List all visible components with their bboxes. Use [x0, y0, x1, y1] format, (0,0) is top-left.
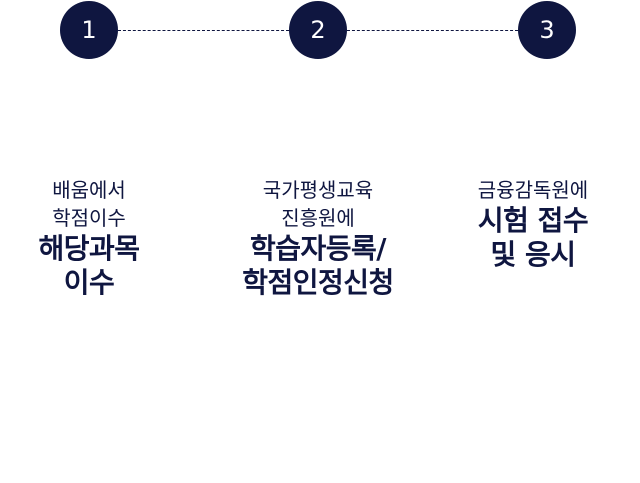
step-3-description: 금융감독원에 시험 접수 및 응시 [423, 176, 640, 272]
step-2-line2: 진흥원에 [281, 206, 355, 230]
step-1-badge: 1 [60, 1, 118, 59]
step-connector-1-2 [118, 30, 289, 31]
step-2-bold1: 학습자등록/ [249, 232, 387, 265]
step-connector-2-3 [347, 30, 518, 31]
step-2-badge: 2 [289, 1, 347, 59]
step-2-number: 2 [310, 16, 326, 44]
step-1-bold1: 해당과목 [38, 232, 140, 265]
step-2-bold2: 학점인정신청 [242, 266, 394, 299]
step-3-bold1: 시험 접수 [477, 204, 589, 237]
step-1-line2: 학점이수 [52, 206, 126, 230]
step-3-bold2: 및 응시 [490, 238, 576, 271]
step-3-number: 3 [539, 16, 555, 44]
step-1-line1: 배움에서 [52, 178, 126, 202]
step-3-badge: 3 [518, 1, 576, 59]
step-1-bold2: 이수 [63, 266, 115, 299]
step-1-description: 배움에서 학점이수 해당과목 이수 [0, 176, 199, 300]
step-2-line1: 국가평생교육 [262, 178, 374, 202]
step-3-line1: 금융감독원에 [477, 178, 589, 202]
step-2-description: 국가평생교육 진흥원에 학습자등록/ 학점인정신청 [208, 176, 428, 300]
step-1-number: 1 [81, 16, 97, 44]
